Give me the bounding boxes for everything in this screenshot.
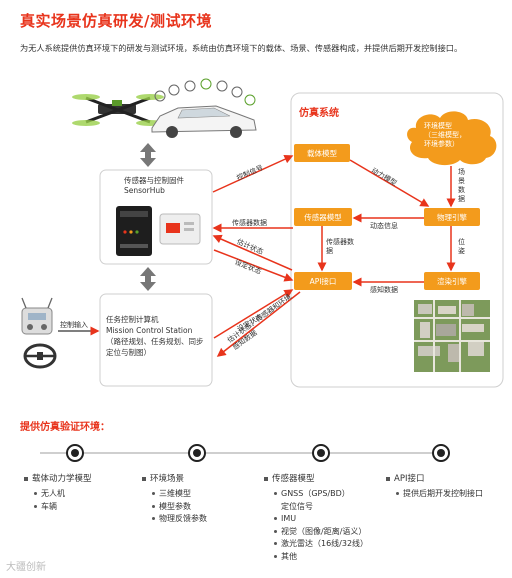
arrow-set-state-2 (213, 289, 294, 339)
bullet-dot-icon (34, 504, 37, 508)
list-item: 模型参数 (152, 501, 207, 514)
bullet-dot-icon (152, 492, 155, 495)
arrow-estimated-state-2 (216, 291, 301, 357)
label-sensor-data-left: 传感器数据 (232, 219, 267, 227)
sensorhub-line1: 传感器与控制固件 (124, 176, 184, 185)
list-item: 激光雷达（16线/32线） (274, 538, 368, 551)
arrow-set-state-1 (213, 249, 294, 282)
list-item: IMU (274, 513, 368, 526)
drone-icon (72, 94, 164, 126)
column-environment-scene: 环境场景 三维模型 模型参数 物理反馈参数 (142, 472, 207, 526)
watermark: 大疆创新 (6, 562, 46, 573)
mcs-panel (99, 293, 213, 387)
list-item: 车辆 (34, 501, 92, 514)
timeline-dot-2 (188, 444, 206, 462)
steering-wheel-icon (23, 343, 57, 369)
vehicle-model-box: 载体模型 (294, 144, 350, 162)
label-sensor-data-down: 传感器数据 (326, 238, 354, 255)
physics-engine-box: 物理引擎 (424, 208, 480, 226)
column-vehicle-dynamics: 载体动力学模型 无人机 车辆 (24, 472, 92, 513)
intro-text: 为无人系统提供仿真环境下的研发与测试环境，系统由仿真环境下的载体、场景、传感器构… (20, 43, 463, 53)
mcs-line4: 定位与制图） (106, 348, 151, 357)
mcs-description: 任务控制计算机 Mission Control Station （路径规划、任务… (106, 314, 204, 358)
list-item: 三维模型 (152, 488, 207, 501)
bullet-dot-icon (152, 517, 155, 520)
column-head: 传感器模型 (264, 472, 368, 484)
label-scene-data: 场景数据 (458, 168, 465, 203)
column-head: API接口 (386, 472, 483, 484)
timeline-line (40, 452, 450, 454)
mcs-line1: 任务控制计算机 (106, 315, 159, 324)
label-perception-data: 感知数据 (370, 286, 398, 294)
label-dynamic-info: 动态信息 (370, 222, 398, 230)
column-api: API接口 提供后期开发控制接口 (386, 472, 483, 501)
list-item: 物理反馈参数 (152, 513, 207, 526)
label-pose: 位姿 (458, 238, 465, 255)
diagram-canvas (21, 78, 504, 388)
label-control-input: 控制输入 (60, 321, 88, 329)
bullet-square-icon (142, 476, 146, 481)
environment-model-label: 环境模型 （三维模型， 环境参数） (424, 122, 466, 148)
radio-controller-icon (21, 297, 53, 335)
bullet-dot-icon (34, 492, 37, 495)
sim-system-title: 仿真系统 (299, 108, 339, 119)
bullet-dot-icon (274, 529, 277, 533)
column-head: 载体动力学模型 (24, 472, 92, 484)
sensor-model-box: 传感器模型 (294, 208, 352, 226)
bullet-dot-icon (152, 504, 155, 508)
bullet-dot-icon (274, 554, 277, 558)
timeline-dot-1 (66, 444, 84, 462)
section-title: 提供仿真验证环境： (20, 422, 110, 433)
column-sensor-model: 传感器模型 GNSS（GPS/BD） 定位信号 IMU 视觉（图像/距离/语义）… (264, 472, 368, 563)
mcs-line3: （路径规划、任务规划、同步 (106, 337, 204, 346)
aerial-city-image (414, 300, 490, 372)
sensorhub-line2: SensorHub (124, 186, 165, 195)
bullet-dot-icon (396, 492, 399, 495)
sensorhub-hardware-icon (116, 206, 201, 256)
link-arrow-top (140, 143, 156, 167)
bullet-square-icon (264, 476, 268, 481)
list-item: 无人机 (34, 488, 92, 501)
link-arrow-middle (140, 267, 156, 291)
bullet-square-icon (386, 476, 390, 481)
mcs-line2: Mission Control Station (106, 326, 193, 335)
list-item: 提供后期开发控制接口 (396, 488, 483, 501)
bullet-square-icon (24, 476, 28, 481)
list-item: 其他 (274, 551, 368, 564)
list-item: 视觉（图像/距离/语义） (274, 526, 368, 539)
list-item: GNSS（GPS/BD） (274, 488, 368, 501)
car-icon (151, 78, 257, 138)
api-box: API接口 (294, 272, 352, 290)
timeline-dot-3 (312, 444, 330, 462)
bullet-dot-icon (274, 517, 277, 520)
sensorhub-title: 传感器与控制固件 SensorHub (124, 176, 184, 196)
render-engine-box: 渲染引擎 (424, 272, 480, 290)
timeline-dot-4 (432, 444, 450, 462)
arrow-estimated-state-1 (212, 234, 293, 271)
bullet-dot-icon (274, 542, 277, 545)
page-title: 真实场景仿真研发/测试环境 (20, 12, 212, 30)
environment-cloud (407, 111, 497, 166)
column-head: 环境场景 (142, 472, 207, 484)
arrow-control-signal (212, 155, 294, 193)
list-item: 定位信号 (281, 501, 313, 511)
arrow-dynamics-model (349, 159, 430, 207)
bullet-dot-icon (274, 492, 277, 495)
